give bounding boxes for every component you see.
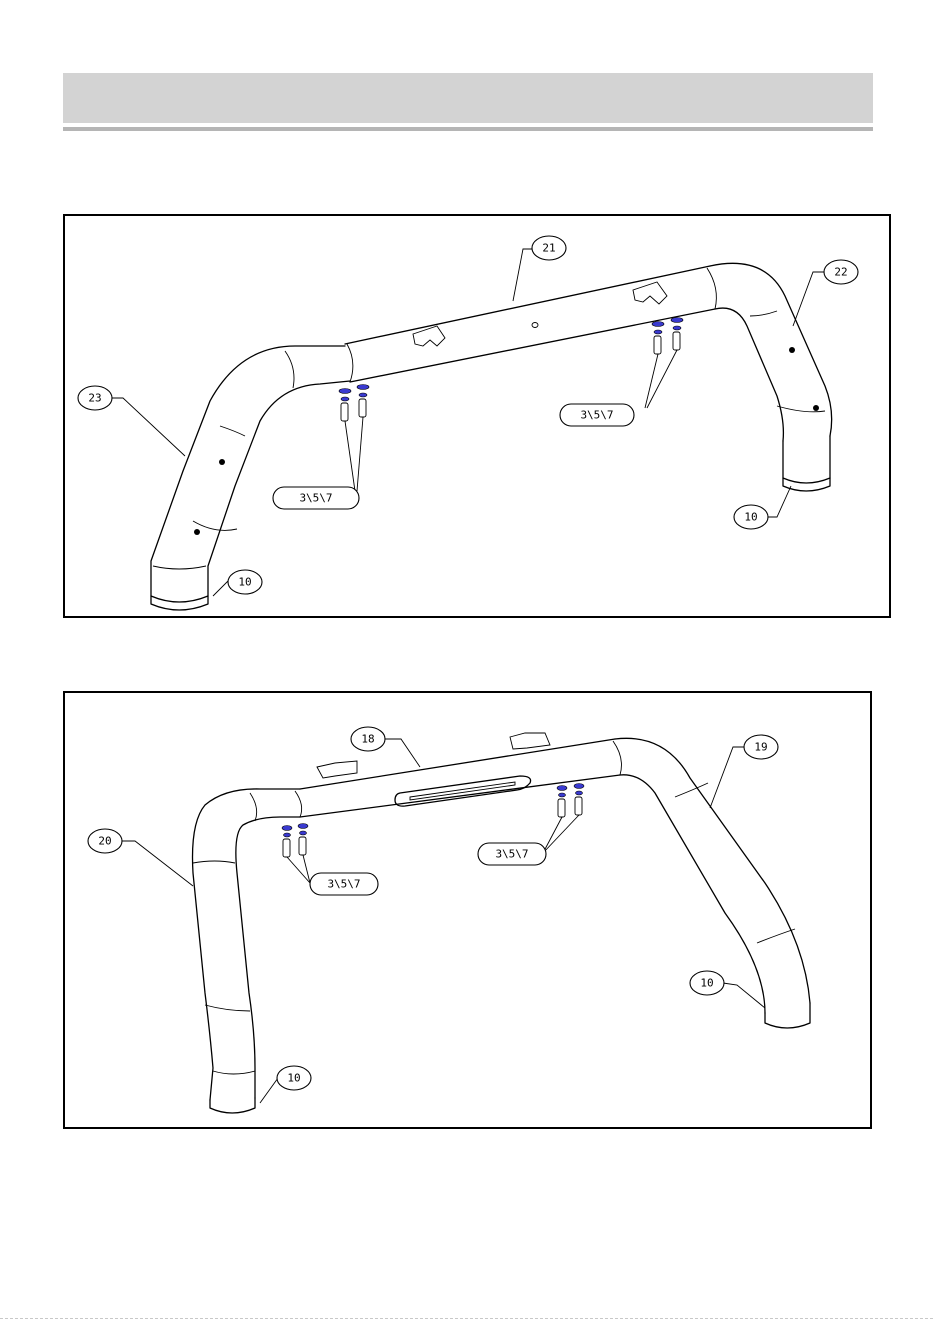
page-bottom-edge (0, 1318, 933, 1319)
svg-text:3\5\7: 3\5\7 (327, 878, 360, 891)
svg-text:22: 22 (834, 266, 847, 279)
fastener-tag-right: 3\5\7 (478, 843, 546, 865)
fastener-tag-right: 3\5\7 (560, 404, 634, 426)
left-leg-outline (151, 346, 345, 596)
right-leg-outline (615, 738, 810, 1003)
sport-bar-drawing-bottom: 18 19 20 10 10 3\5\7 3\5\7 (65, 693, 874, 1131)
part-tag-19: 19 (744, 735, 778, 759)
diagram-panel-bottom: 18 19 20 10 10 3\5\7 3\5\7 (63, 691, 872, 1129)
svg-text:10: 10 (238, 576, 251, 589)
right-foot (783, 436, 830, 483)
svg-text:23: 23 (88, 392, 101, 405)
part-tag-20: 20 (88, 829, 122, 853)
svg-text:21: 21 (542, 242, 555, 255)
svg-text:10: 10 (700, 977, 713, 990)
sport-bar-drawing-top: 21 22 23 10 10 3\5\7 3\5\7 (65, 216, 893, 620)
fastener-stack-right (652, 318, 683, 355)
bracket-right (510, 733, 550, 749)
fastener-stack-right (557, 784, 584, 818)
bracket-left (317, 761, 357, 778)
left-foot-cap (210, 1098, 255, 1113)
part-tag-22: 22 (824, 260, 858, 284)
right-elbow-inner (715, 308, 783, 441)
left-leg-inner (236, 817, 300, 1098)
svg-text:3\5\7: 3\5\7 (580, 409, 613, 422)
part-tag-10-right: 10 (734, 505, 768, 529)
svg-text:10: 10 (287, 1072, 300, 1085)
part-tag-21: 21 (532, 236, 566, 260)
left-foot-cap (151, 596, 208, 610)
fastener-tag-left: 3\5\7 (273, 487, 359, 509)
svg-text:20: 20 (98, 835, 111, 848)
part-tag-18: 18 (351, 727, 385, 751)
fastener-stack-left (339, 385, 369, 422)
clamp-right (633, 282, 667, 304)
part-tag-23: 23 (78, 386, 112, 410)
svg-text:19: 19 (754, 741, 767, 754)
header-bar (63, 73, 873, 123)
svg-text:10: 10 (744, 511, 757, 524)
diagram-panel-top: 21 22 23 10 10 3\5\7 3\5\7 (63, 214, 891, 618)
header-rule (63, 127, 873, 131)
part-tag-10-left: 10 (277, 1066, 311, 1090)
part-tag-10-left: 10 (228, 570, 262, 594)
fastener-stack-left (282, 824, 308, 858)
svg-text:18: 18 (361, 733, 374, 746)
fastener-tag-left: 3\5\7 (310, 873, 378, 895)
svg-text:3\5\7: 3\5\7 (495, 848, 528, 861)
right-elbow-outline (710, 263, 832, 436)
part-tag-10-right: 10 (690, 971, 724, 995)
right-foot-cap (765, 1003, 810, 1028)
svg-text:3\5\7: 3\5\7 (299, 492, 332, 505)
